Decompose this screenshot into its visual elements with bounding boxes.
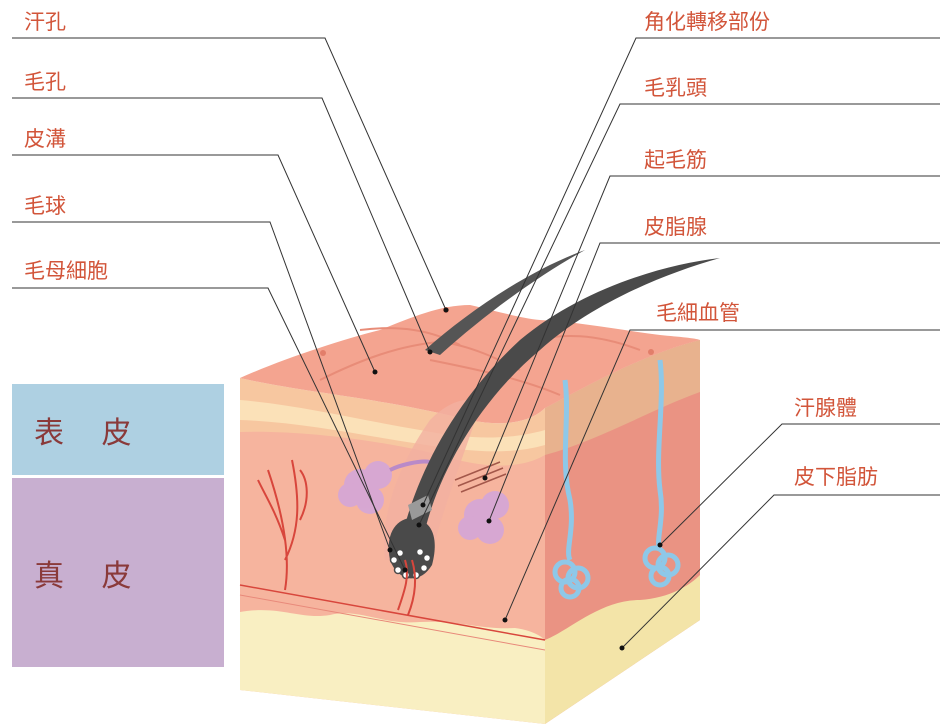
label-hair-bulb: 毛球: [24, 194, 66, 218]
epidermis-layer-box: 表 皮: [12, 384, 224, 475]
dermis-layer-box: 真 皮: [12, 478, 224, 667]
skin-top-surface: [240, 305, 700, 424]
fat-layer-front: [240, 610, 545, 724]
dermis-label: 真 皮: [34, 558, 146, 594]
label-hair-matrix-cells: 毛母細胞: [24, 259, 108, 283]
label-keratinization: 角化轉移部份: [644, 10, 770, 34]
label-arrector-pili: 起毛筋: [644, 148, 707, 172]
label-subcutaneous-fat: 皮下脂肪: [794, 465, 878, 489]
label-skin-groove: 皮溝: [24, 127, 66, 151]
label-capillary: 毛細血管: [656, 301, 740, 325]
label-sweat-gland: 汗腺體: [794, 396, 857, 420]
epidermis-label: 表 皮: [34, 415, 146, 451]
label-sweat-pore: 汗孔: [24, 10, 66, 34]
label-dermal-papilla: 毛乳頭: [644, 76, 707, 100]
leader-lines: [12, 37, 940, 649]
label-sebaceous-gland: 皮脂腺: [644, 215, 707, 239]
hair-shaft-1: [425, 250, 585, 355]
capillary-vessels: [257, 459, 308, 591]
hair-bulb-shape: [388, 518, 435, 579]
label-hair-pore: 毛孔: [24, 70, 66, 94]
sweat-gland-shapes: [552, 359, 681, 600]
hair-shaft-2: [405, 258, 720, 530]
